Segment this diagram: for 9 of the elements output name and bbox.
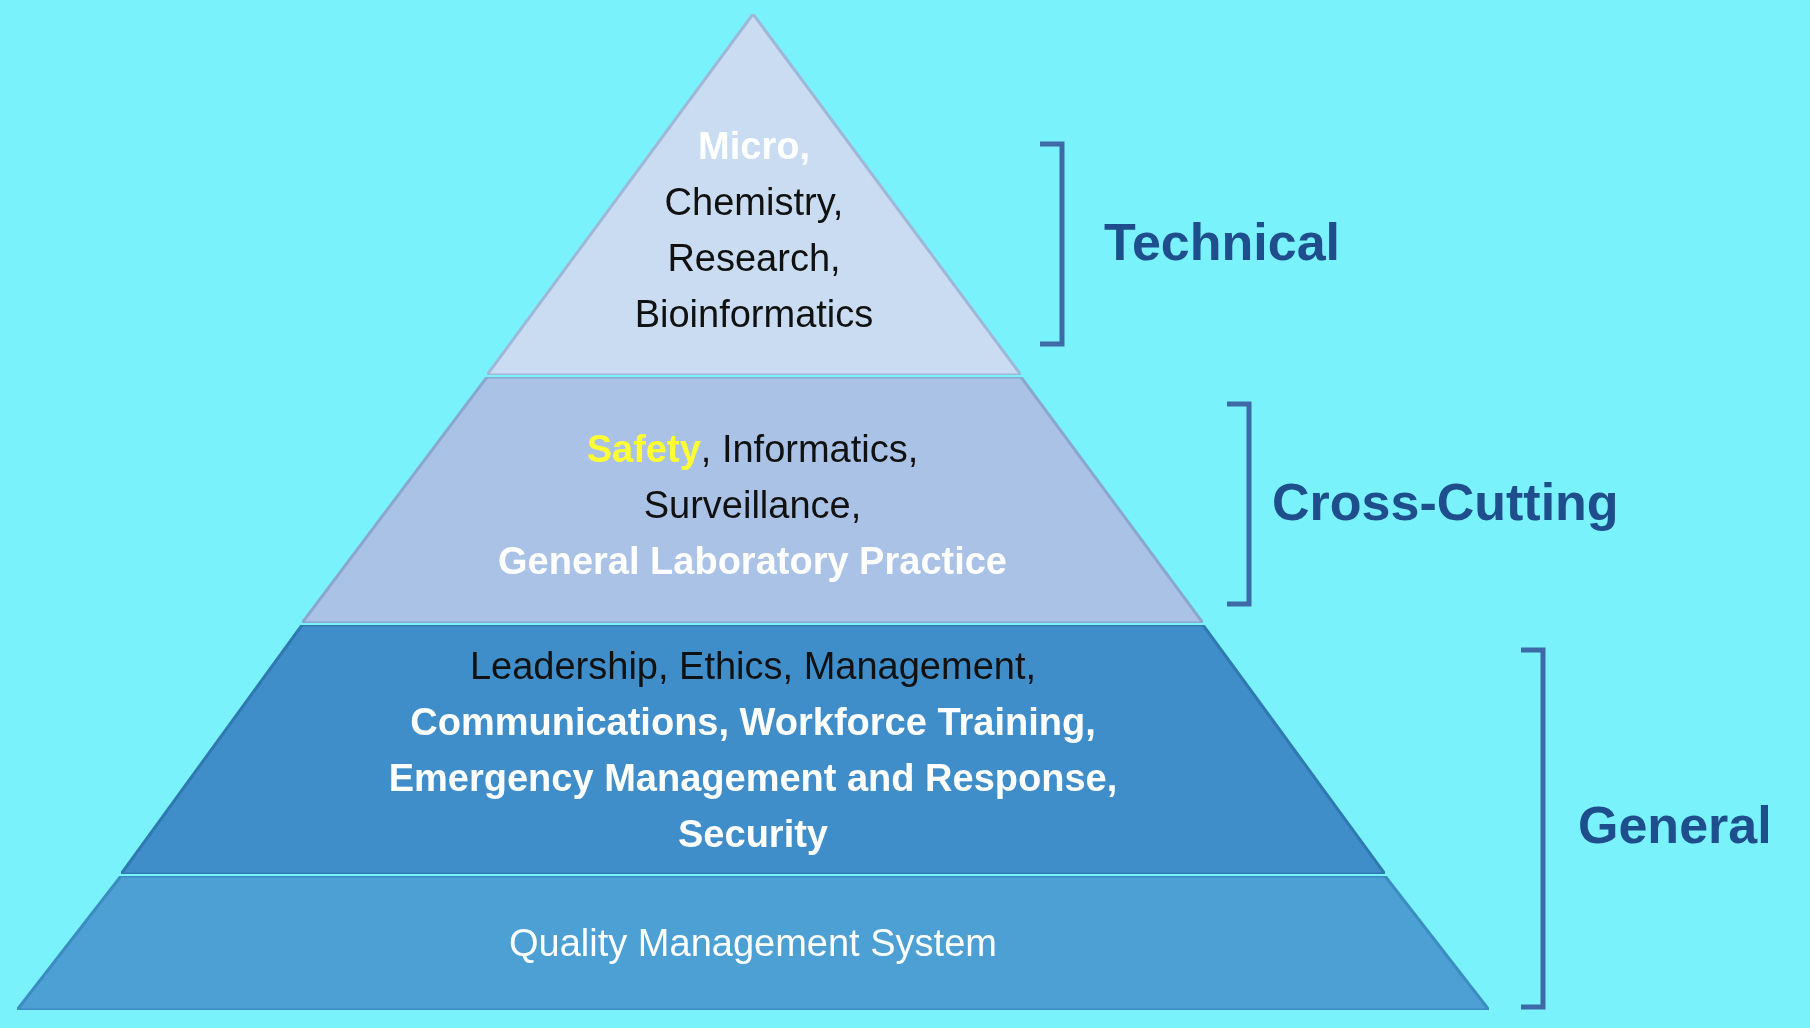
category-label: Cross-Cutting: [1272, 472, 1619, 532]
tier-text: Quality Management System: [509, 920, 997, 966]
tier-text: Chemistry, Research, Bioinformatics: [633, 180, 875, 337]
tier-text: Leadership, Ethics, Management,: [469, 644, 1037, 689]
tier-text: General Laboratory Practice: [498, 539, 1007, 584]
tier-text: Safety, Informatics, Surveillance,: [585, 427, 920, 528]
category-label: Technical: [1104, 212, 1340, 272]
tier-text: Communications, Workforce Training, Emergency Management and Response, Security: [387, 700, 1119, 857]
category-label: General: [1578, 795, 1772, 855]
